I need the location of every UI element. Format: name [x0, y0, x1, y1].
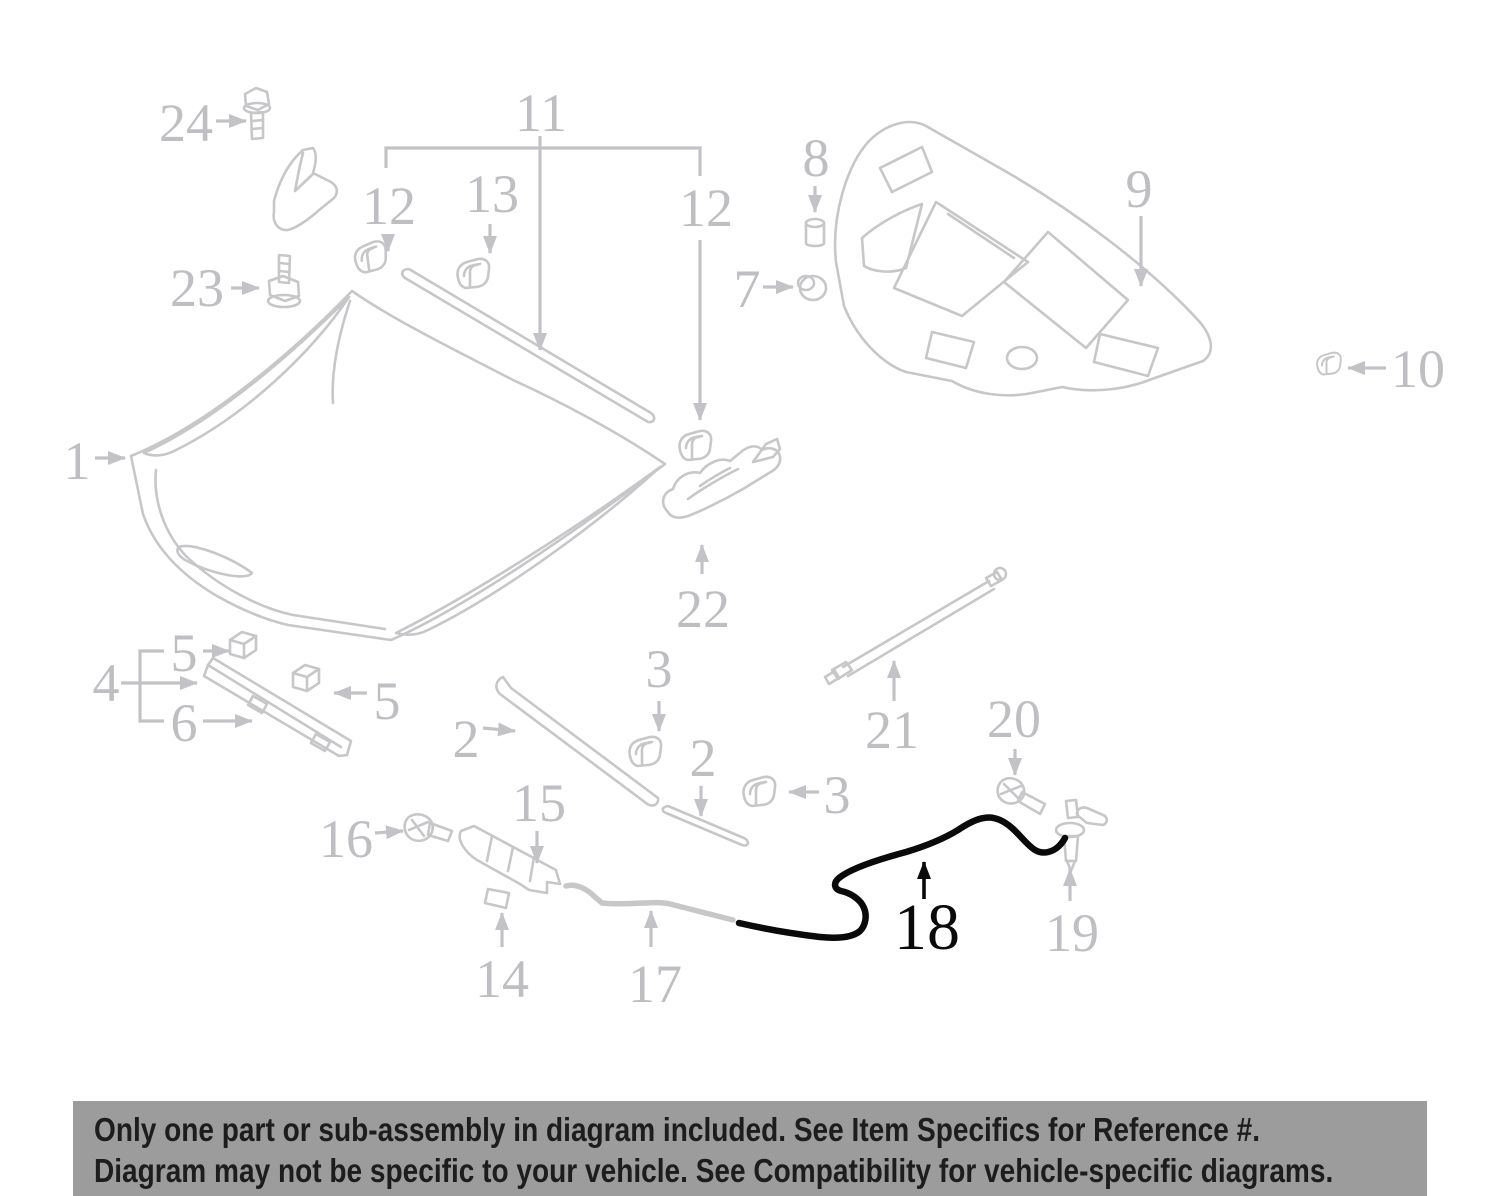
callout-19: 19 — [1045, 903, 1099, 963]
part-17-cable-front-drawing — [563, 882, 736, 923]
footer-line-1: Only one part or sub-assembly in diagram… — [94, 1111, 1261, 1148]
footer-disclaimer: Only one part or sub-assembly in diagram… — [73, 1101, 1427, 1196]
part-20-bolt-drawing — [996, 777, 1047, 816]
callout-4: 4 — [93, 653, 120, 713]
part-19-release-handle-drawing — [1054, 798, 1109, 873]
callout-14: 14 — [475, 949, 529, 1009]
footer-line-2: Diagram may not be specific to your vehi… — [94, 1152, 1334, 1189]
part-7-grommet-drawing — [796, 274, 828, 302]
part-24-bolt-drawing — [242, 86, 272, 141]
hinge-bracket-drawing — [272, 146, 339, 232]
callout-5-right: 5 — [374, 671, 401, 731]
callout-7: 7 — [734, 259, 761, 319]
callout-13: 13 — [465, 164, 519, 224]
callout-9: 9 — [1126, 159, 1153, 219]
part-22-hinge-drawing — [661, 437, 782, 519]
part-9-insulator-pad-drawing — [833, 120, 1213, 397]
part-18-release-cable-drawing — [735, 814, 1069, 941]
callout-18-highlighted: 18 — [894, 891, 960, 964]
callout-11: 11 — [515, 83, 567, 143]
part-3-clip-lower-drawing — [742, 775, 777, 808]
part-21-lift-strut-drawing — [823, 566, 1008, 686]
part-23-bolt-drawing — [266, 253, 302, 309]
part-13-clip-drawing — [456, 257, 491, 290]
callout-20: 20 — [987, 689, 1041, 749]
callout-12-right: 12 — [679, 178, 733, 238]
parts-4-5-6-cowl-strip-drawing — [202, 630, 353, 758]
part-1-hood-drawing — [129, 289, 667, 642]
callout-22: 22 — [676, 579, 730, 639]
part-3-clip-upper-drawing — [628, 735, 663, 768]
part-16-bolt-drawing — [403, 813, 454, 843]
part-12-clip-right-drawing — [678, 429, 713, 462]
callout-2-left: 2 — [453, 709, 480, 769]
callout-3-upper: 3 — [646, 639, 673, 699]
callout-12-left: 12 — [362, 176, 416, 236]
callout-6: 6 — [171, 693, 198, 753]
part-2-molding-strips-drawing — [495, 675, 750, 847]
callout-8: 8 — [803, 128, 830, 188]
callout-17: 17 — [628, 954, 682, 1014]
part-11-molding-strip-drawing — [400, 267, 656, 424]
callout-2-right: 2 — [690, 728, 717, 788]
callout-24: 24 — [159, 93, 213, 153]
callout-3-lower: 3 — [824, 765, 851, 825]
callout-16: 16 — [319, 809, 373, 869]
part-10-clip-drawing — [1316, 351, 1342, 376]
part-8-spacer-drawing — [804, 217, 826, 248]
part-12-clip-left-drawing — [351, 238, 390, 275]
part-15-bracket-drawing — [458, 824, 562, 910]
callout-15: 15 — [512, 773, 566, 833]
callout-21: 21 — [865, 700, 919, 760]
callout-10: 10 — [1391, 339, 1445, 399]
callout-23: 23 — [170, 258, 224, 318]
callout-1: 1 — [64, 431, 91, 491]
callout-arrows — [95, 114, 1386, 947]
callout-5-left: 5 — [171, 623, 198, 683]
